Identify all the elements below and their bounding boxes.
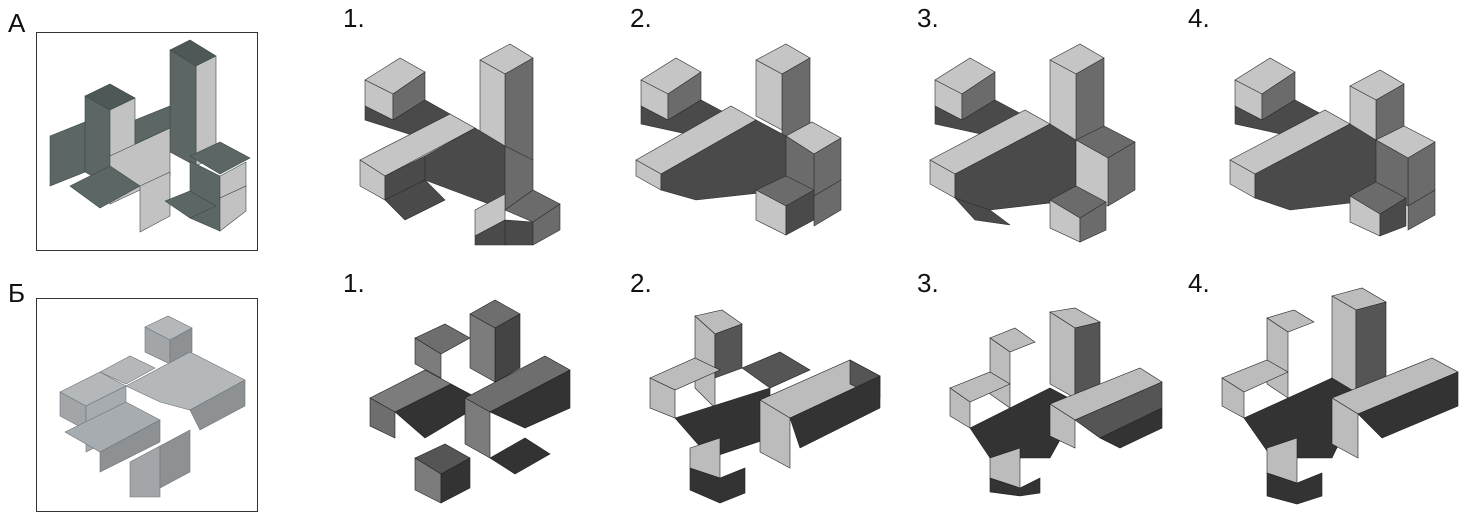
row-b-label: Б xyxy=(8,280,25,306)
row-a-option-3-label: 3. xyxy=(917,5,939,31)
row-a-option-2-label: 2. xyxy=(630,5,652,31)
row-b-option-2-figure xyxy=(650,308,884,503)
row-b-option-4-label: 4. xyxy=(1188,270,1210,296)
row-a-option-4-label: 4. xyxy=(1188,5,1210,31)
row-b-option-4-figure xyxy=(1222,288,1462,506)
row-a-option-2-figure xyxy=(636,40,848,240)
row-b-option-3-label: 3. xyxy=(917,270,939,296)
row-a-option-1-figure xyxy=(355,40,565,250)
row-a-reference-figure xyxy=(40,36,254,247)
row-a-option-3-figure xyxy=(930,40,1142,245)
row-b-option-3-figure xyxy=(950,308,1164,496)
row-b-option-1-figure xyxy=(365,298,577,508)
row-b-option-2-label: 2. xyxy=(630,270,652,296)
row-b-reference-figure xyxy=(40,302,254,502)
row-a-label: А xyxy=(8,10,25,36)
row-b-option-1-label: 1. xyxy=(343,270,365,296)
row-a-option-1-label: 1. xyxy=(343,5,365,31)
row-a-option-4-figure xyxy=(1230,40,1442,240)
